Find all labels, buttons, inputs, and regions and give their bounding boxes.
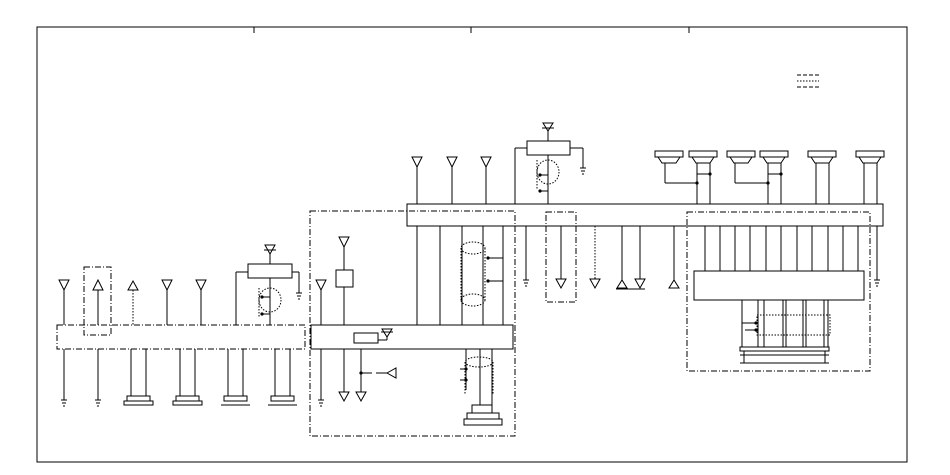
section-right-dashed <box>686 211 871 372</box>
left-bottom-terminals <box>61 349 297 407</box>
main-bus-right <box>406 203 884 227</box>
main-bus-left <box>56 324 306 350</box>
section-left-dashed <box>83 266 112 336</box>
left-top-terminals <box>58 278 207 325</box>
bus-terminal-group-top <box>411 156 492 204</box>
center-bus <box>310 324 514 350</box>
legend-symbol <box>797 74 819 88</box>
top-component <box>514 122 586 204</box>
center-lower <box>318 349 503 426</box>
mid-component <box>353 328 393 344</box>
diagram-border <box>36 26 908 463</box>
top-right-connectors <box>654 150 885 204</box>
ecu-right <box>693 270 865 301</box>
bus-to-center-wires <box>416 226 504 325</box>
center-upper <box>315 236 354 325</box>
shielded-cable <box>460 241 503 307</box>
left-component <box>235 244 302 325</box>
bus-bottom-terminals <box>523 211 680 303</box>
ecu-right-wires <box>704 226 880 364</box>
section-center-dashed <box>309 210 516 437</box>
